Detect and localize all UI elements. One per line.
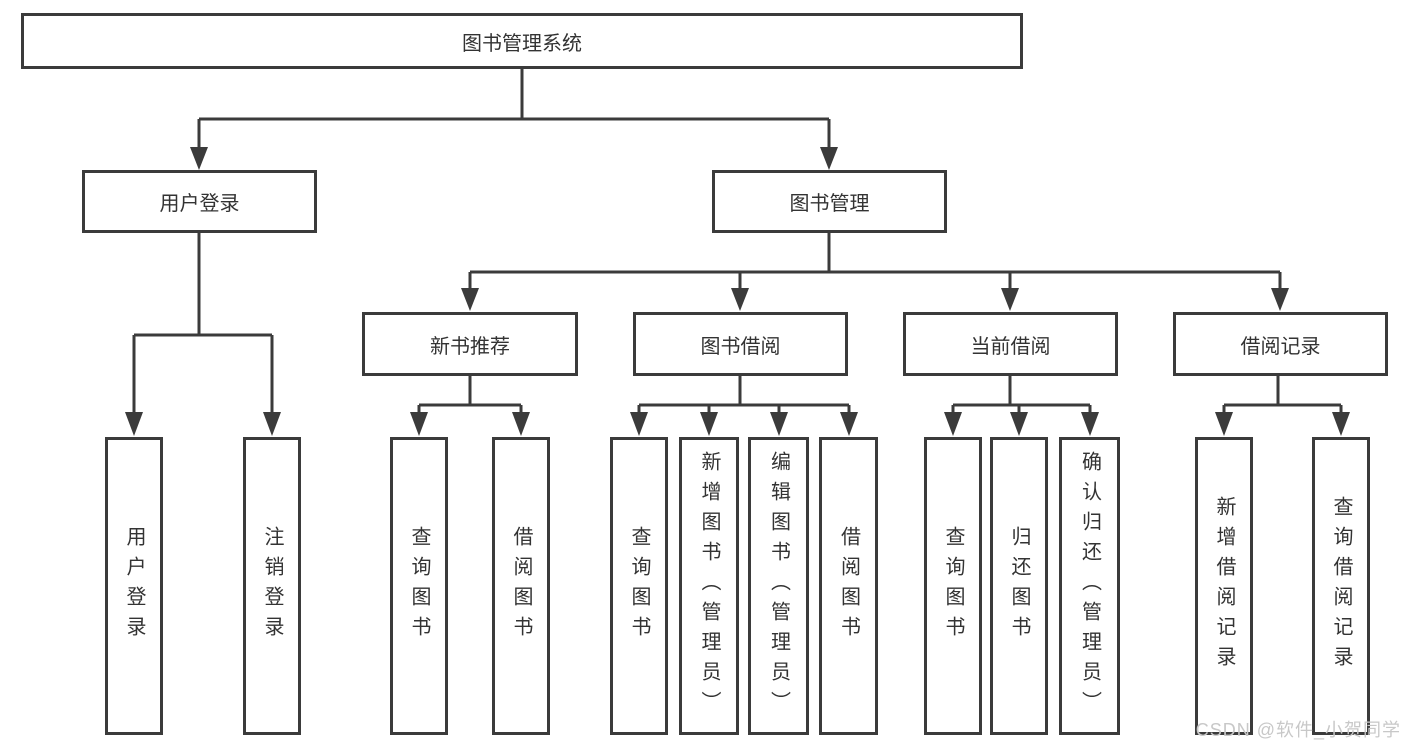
csdn-watermark: CSDN @软件_小贺同学 [1195, 720, 1401, 740]
node-borrowing-records: 借阅记录 [1173, 312, 1388, 376]
node-borrow-books-borrowing-label: 借阅图书 [837, 526, 860, 646]
node-borrowing-records-label: 借阅记录 [1240, 335, 1321, 358]
node-borrow-books-borrowing: 借阅图书 [819, 437, 878, 735]
node-book-management-label: 图书管理 [789, 193, 870, 215]
node-current-borrowing: 当前借阅 [903, 312, 1118, 376]
node-query-borrow-record: 查询借阅记录 [1312, 437, 1370, 735]
node-add-borrow-record-label: 新增借阅记录 [1213, 496, 1235, 676]
node-confirm-return-admin: 确认归还（管理员） [1059, 437, 1120, 735]
node-confirm-return-admin-label: 确认归还（管理员） [1078, 451, 1101, 721]
node-library-system: 图书管理系统 [21, 13, 1023, 69]
node-query-books-current: 查询图书 [924, 437, 982, 735]
node-book-management: 图书管理 [712, 170, 947, 233]
node-query-books-recommend-label: 查询图书 [408, 526, 430, 646]
node-book-borrowing: 图书借阅 [633, 312, 848, 376]
node-query-books-borrowing: 查询图书 [610, 437, 668, 735]
node-leaf-logout: 注销登录 [243, 437, 301, 735]
node-return-books-label: 归还图书 [1008, 526, 1030, 646]
node-query-books-recommend: 查询图书 [390, 437, 448, 735]
node-library-system-label: 图书管理系统 [462, 32, 582, 55]
node-current-borrowing-label: 当前借阅 [970, 335, 1051, 358]
node-new-book-recommend: 新书推荐 [362, 312, 578, 376]
node-add-books-admin-label: 新增图书（管理员） [698, 451, 720, 721]
node-user-login-label: 用户登录 [159, 193, 240, 215]
node-return-books: 归还图书 [990, 437, 1048, 735]
node-query-books-borrowing-label: 查询图书 [628, 526, 650, 646]
node-add-books-admin: 新增图书（管理员） [679, 437, 739, 735]
node-edit-books-admin: 编辑图书（管理员） [748, 437, 809, 735]
node-add-borrow-record: 新增借阅记录 [1195, 437, 1253, 735]
node-query-books-current-label: 查询图书 [942, 526, 964, 646]
node-book-borrowing-label: 图书借阅 [700, 335, 781, 358]
node-leaf-user-login-label: 用户登录 [123, 526, 145, 646]
node-user-login: 用户登录 [82, 170, 317, 233]
node-leaf-user-login: 用户登录 [105, 437, 163, 735]
node-leaf-logout-label: 注销登录 [261, 526, 283, 646]
node-query-borrow-record-label: 查询借阅记录 [1330, 496, 1352, 676]
node-new-book-recommend-label: 新书推荐 [430, 335, 510, 358]
node-edit-books-admin-label: 编辑图书（管理员） [767, 451, 790, 721]
node-borrow-books-recommend: 借阅图书 [492, 437, 550, 735]
node-borrow-books-recommend-label: 借阅图书 [510, 526, 532, 646]
